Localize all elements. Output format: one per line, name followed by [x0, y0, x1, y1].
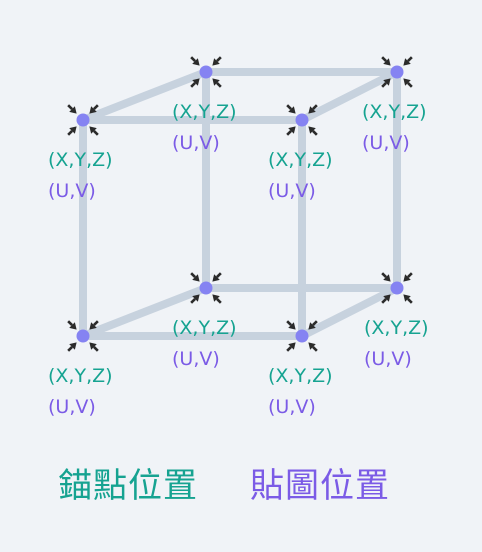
arrow-icon [89, 104, 99, 114]
cube-edge [79, 284, 210, 340]
arrow-icon [190, 78, 200, 88]
arrow-icon [403, 294, 413, 304]
arrow-icon [212, 294, 222, 304]
vertex-back-top-left [199, 65, 213, 79]
vertex-front-bottom-right [295, 329, 309, 343]
vertex-xyz-label: (X,Y,Z) [48, 149, 113, 171]
vertex-xyz-label: (X,Y,Z) [364, 317, 429, 339]
vertex-xyz-label: (X,Y,Z) [48, 365, 113, 387]
vertex-uv-label: (U,V) [48, 180, 96, 202]
vertex-uv-label: (U,V) [364, 348, 412, 370]
vertex-xyz-label: (X,Y,Z) [172, 101, 237, 123]
vertex-uv-label: (U,V) [172, 348, 220, 370]
vertex-uv-label: (U,V) [268, 396, 316, 418]
arrow-icon [212, 56, 222, 66]
cube-edge [298, 68, 401, 124]
arrow-icon [308, 126, 318, 136]
vertex-uv-label: (U,V) [48, 396, 96, 418]
arrow-icon [190, 294, 200, 304]
arrow-icon [308, 320, 318, 330]
arrow-icon [190, 272, 200, 282]
arrow-icon [190, 56, 200, 66]
legend-anchor-position: 錨點位置 [58, 466, 198, 506]
vertex-uv-label: (U,V) [268, 180, 316, 202]
arrow-icon [286, 104, 296, 114]
arrow-icon [381, 56, 391, 66]
cube-edge [79, 68, 210, 124]
vertex-arrows [67, 56, 413, 352]
vertex-back-bottom-right [390, 281, 404, 295]
vertex-front-top-right [295, 113, 309, 127]
arrow-icon [67, 320, 77, 330]
vertex-xyz-label: (X,Y,Z) [268, 365, 333, 387]
arrow-icon [67, 104, 77, 114]
arrow-icon [286, 320, 296, 330]
cube-edge [298, 284, 401, 340]
arrow-icon [89, 342, 99, 352]
vertex-uv-label: (U,V) [362, 132, 410, 154]
arrow-icon [286, 342, 296, 352]
arrow-icon [308, 342, 318, 352]
arrow-icon [403, 78, 413, 88]
vertex-xyz-label: (X,Y,Z) [172, 317, 237, 339]
arrow-icon [381, 272, 391, 282]
arrow-icon [67, 342, 77, 352]
arrow-icon [403, 272, 413, 282]
vertex-labels: (X,Y,Z) (U,V) (X,Y,Z) (U,V) (X,Y,Z) (U,V) (X,Y… [48, 101, 429, 418]
vertex-uv-label: (U,V) [172, 132, 220, 154]
arrow-icon [381, 294, 391, 304]
vertex-xyz-label: (X,Y,Z) [268, 149, 333, 171]
vertex-front-bottom-left [76, 329, 90, 343]
arrow-icon [89, 126, 99, 136]
vertex-front-top-left [76, 113, 90, 127]
vertex-back-bottom-left [199, 281, 213, 295]
arrow-icon [212, 272, 222, 282]
arrow-icon [89, 320, 99, 330]
arrow-icon [67, 126, 77, 136]
arrow-icon [286, 126, 296, 136]
arrow-icon [403, 56, 413, 66]
cube-vertices [76, 65, 404, 343]
arrow-icon [212, 78, 222, 88]
vertex-back-top-right [390, 65, 404, 79]
arrow-icon [381, 78, 391, 88]
arrow-icon [308, 104, 318, 114]
cube-edges [79, 68, 401, 340]
vertex-xyz-label: (X,Y,Z) [362, 101, 427, 123]
legend-uv-position: 貼圖位置 [250, 466, 390, 506]
